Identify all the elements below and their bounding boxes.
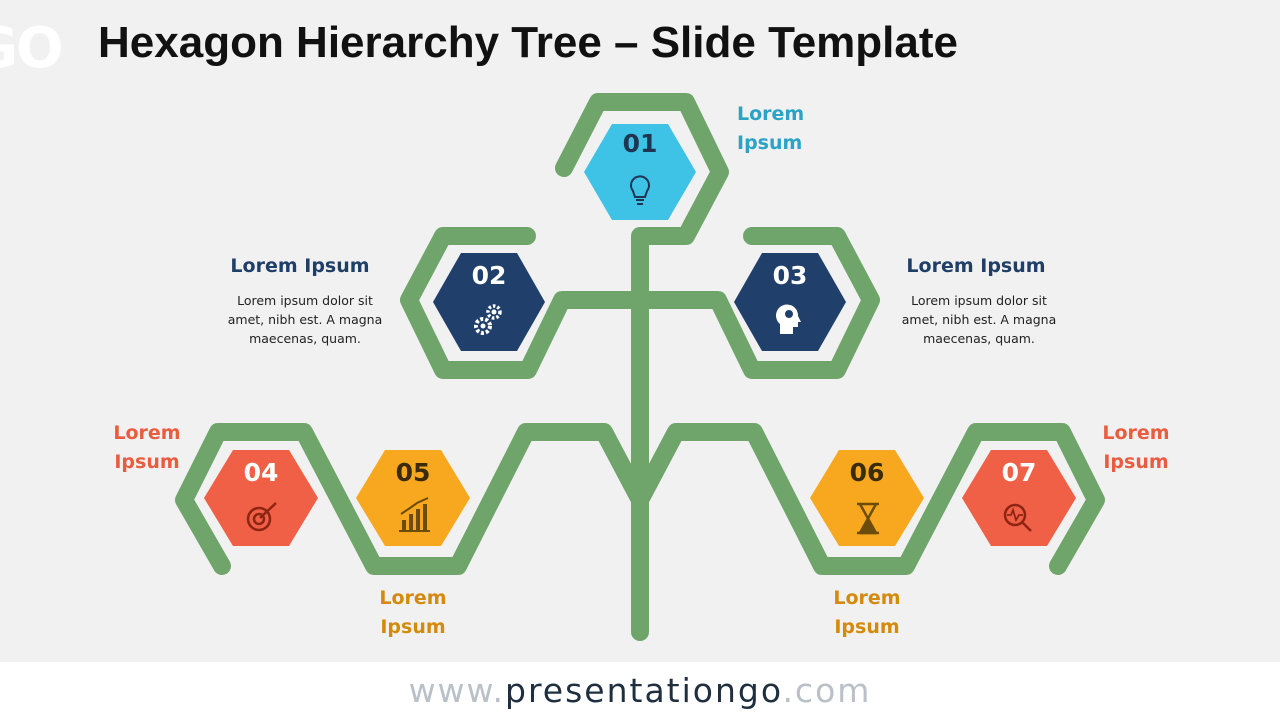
gears-icon [474, 304, 502, 335]
url-main: presentationgo [505, 671, 783, 710]
growth-chart-icon [399, 497, 430, 532]
node-number: 05 [396, 458, 431, 487]
tree-stem [175, 93, 1105, 641]
branch-left [175, 423, 649, 575]
branch-02 [400, 227, 649, 379]
description-line: Lorem ipsum dolor sit [911, 293, 1047, 308]
label-05: Lorem Ipsum [368, 584, 458, 642]
hexagon-node-07: 07 [962, 450, 1076, 546]
hexagon-node-06: 06 [810, 450, 924, 546]
slide: GO Hexagon Hierarchy Tree – Slide Templa… [0, 0, 1280, 662]
description-line: amet, nibh est. A magna [901, 312, 1057, 327]
node-number: 02 [472, 261, 507, 290]
branch-right [631, 423, 1105, 575]
description-line: maecenas, quam. [923, 331, 1035, 346]
label-06: Lorem Ipsum [822, 584, 912, 642]
label-02-description: Lorem ipsum dolor sit amet, nibh est. A … [210, 291, 400, 348]
label-04: Lorem Ipsum [102, 419, 192, 477]
description-line: Lorem ipsum dolor sit [237, 293, 373, 308]
node-number: 01 [623, 129, 658, 158]
label-line: Lorem [113, 422, 181, 444]
node-number: 06 [850, 458, 885, 487]
label-07: Lorem Ipsum [1091, 419, 1181, 477]
hexagon-node-03: 03 [734, 253, 846, 351]
label-line: Lorem [737, 103, 805, 125]
hexagon-node-05: 05 [356, 450, 470, 546]
description-line: maecenas, quam. [249, 331, 361, 346]
label-line: Ipsum [380, 616, 446, 638]
label-line: Ipsum [1103, 451, 1169, 473]
description-line: amet, nibh est. A magna [227, 312, 383, 327]
label-line: Lorem [1102, 422, 1170, 444]
head-idea-icon [776, 304, 801, 334]
label-line: Lorem [833, 587, 901, 609]
hexagon-node-02: 02 [433, 253, 545, 351]
label-01: Lorem Ipsum [737, 100, 804, 158]
magnifier-pulse-icon [1003, 503, 1032, 532]
label-03-description: Lorem ipsum dolor sit amet, nibh est. A … [884, 291, 1074, 348]
branch-03 [631, 227, 880, 379]
node-number: 03 [773, 261, 808, 290]
url-suffix: .com [782, 671, 872, 710]
node-number: 07 [1002, 458, 1037, 487]
page-title: Hexagon Hierarchy Tree – Slide Template [98, 18, 958, 67]
label-line: Ipsum [834, 616, 900, 638]
lightbulb-icon [630, 175, 650, 205]
node-number: 04 [244, 458, 279, 487]
trunk [555, 93, 729, 641]
url-prefix: www. [408, 671, 505, 710]
label-line: Ipsum [114, 451, 180, 473]
brand-logo: GO [0, 16, 64, 81]
hexagon-tree-diagram: 01 02 03 [175, 93, 1105, 641]
hexagon-node-04: 04 [204, 450, 318, 546]
target-icon [246, 502, 277, 532]
label-02-heading: Lorem Ipsum [230, 255, 370, 277]
label-03-heading: Lorem Ipsum [906, 255, 1046, 277]
hexagon-node-01: 01 [584, 124, 696, 220]
hourglass-icon [857, 502, 879, 535]
label-line: Ipsum [737, 132, 803, 154]
label-line: Lorem [379, 587, 447, 609]
footer-url[interactable]: www.presentationgo.com [0, 662, 1280, 720]
